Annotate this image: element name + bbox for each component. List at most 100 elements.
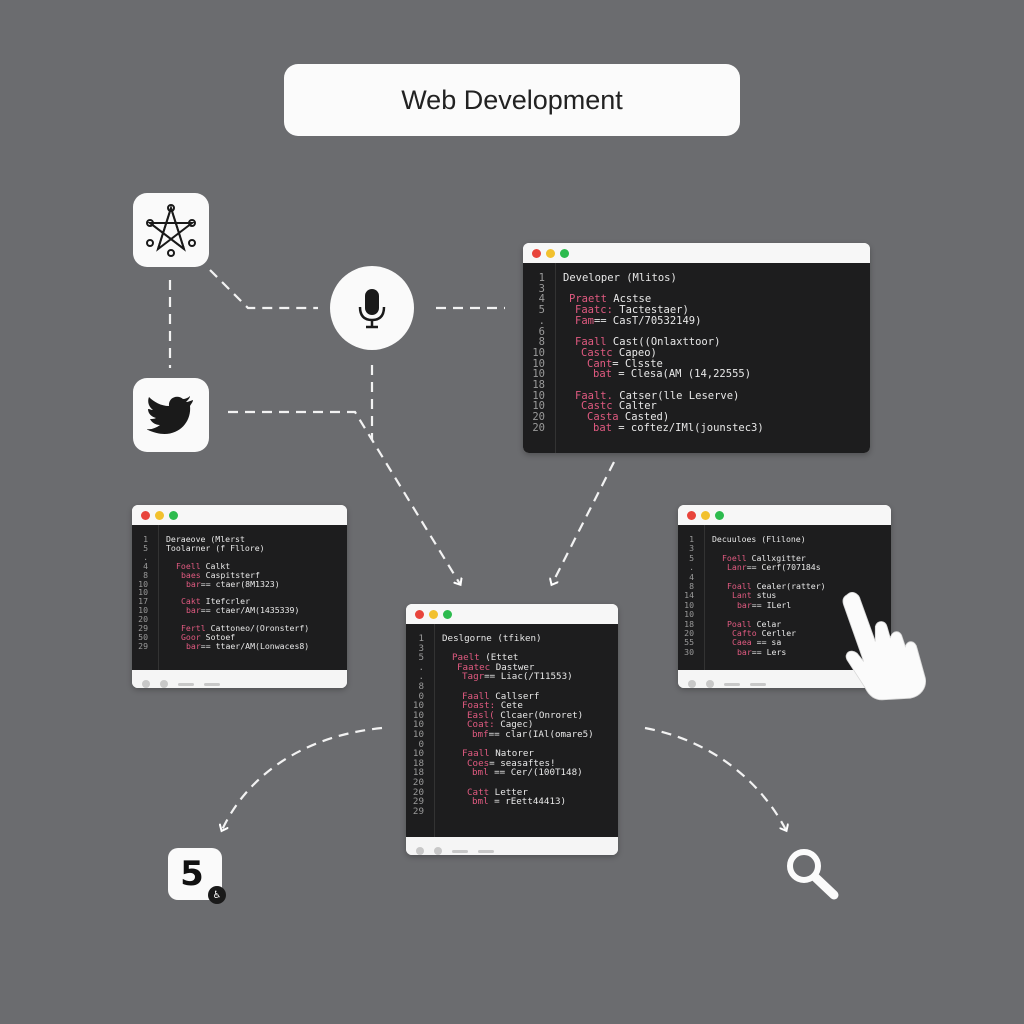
close-window-button[interactable] xyxy=(141,510,150,520)
code-keyword: bar xyxy=(737,646,752,657)
code-text: = rEett44413) xyxy=(488,796,567,808)
code-keyword: Foall xyxy=(727,581,752,592)
minimize-window-button[interactable] xyxy=(429,609,438,619)
code-line: .Tagr== Liac(/T11553) xyxy=(406,672,618,682)
code-text: Calter xyxy=(612,400,657,413)
refresh-icon[interactable] xyxy=(706,680,714,688)
code-text: == ctaer/AM(1435339) xyxy=(200,605,300,616)
code-text: stus xyxy=(751,590,777,601)
code-keyword: bat xyxy=(593,421,612,434)
line-number: 4 xyxy=(143,560,148,571)
code-text: == Cer/(100T148) xyxy=(488,767,583,779)
window-footer xyxy=(406,837,618,855)
code-line: 20 xyxy=(132,615,347,624)
line-number: 4 xyxy=(689,571,694,582)
line-number: 10 xyxy=(532,400,545,413)
code-text: Cattoneo/(Oronsterf) xyxy=(205,623,310,634)
line-number: 0 xyxy=(418,738,424,750)
home-icon[interactable] xyxy=(688,680,696,688)
maximize-window-button[interactable] xyxy=(560,248,569,258)
line-number: 10 xyxy=(532,346,545,359)
line-number: 3 xyxy=(689,543,694,554)
code-text: Tactestaer) xyxy=(612,304,689,317)
line-number: 4 xyxy=(538,293,545,306)
code-text: = Clesa(AM (14,22555) xyxy=(611,368,752,381)
line-number: . xyxy=(418,671,424,683)
code-text: Cete xyxy=(495,700,523,712)
code-line: .Fam== CasT/70532149) xyxy=(523,314,870,327)
code-text: == sa xyxy=(751,637,782,648)
code-keyword: Casta xyxy=(587,411,619,424)
minimize-window-button[interactable] xyxy=(155,510,164,520)
twitter-node[interactable] xyxy=(133,378,209,452)
close-window-button[interactable] xyxy=(415,609,424,619)
code-text: Calkt xyxy=(200,560,231,571)
code-text: Deslgorne (tfiken) xyxy=(442,633,542,644)
home-icon[interactable] xyxy=(142,680,150,688)
line-number: 8 xyxy=(418,680,424,692)
line-number: 10 xyxy=(138,605,148,616)
html5-node[interactable]: 5 ♿ xyxy=(168,848,226,904)
line-number: 5 xyxy=(418,652,424,664)
code-line: 8 xyxy=(406,682,618,692)
maximize-window-button[interactable] xyxy=(169,510,178,520)
search-icon[interactable] xyxy=(784,846,840,900)
code-text: Natorer xyxy=(489,748,534,760)
code-text: == ttaer/AM(Lonwaces8) xyxy=(200,640,310,651)
maximize-window-button[interactable] xyxy=(443,609,452,619)
code-text: Developer (Mlitos) xyxy=(563,272,677,284)
line-number: 20 xyxy=(412,786,424,798)
footer-dash xyxy=(204,682,220,686)
minimize-window-button[interactable] xyxy=(701,510,710,520)
line-number: 10 xyxy=(412,709,424,721)
code-text: = coftez/IMl(jounstec3) xyxy=(611,421,764,434)
line-number: 3 xyxy=(538,282,545,295)
close-window-button[interactable] xyxy=(532,248,541,258)
line-number: 10 xyxy=(684,599,694,610)
microphone-node[interactable] xyxy=(330,266,414,350)
code-text: == ILerl xyxy=(751,599,792,610)
code-keyword: Foell xyxy=(722,552,747,563)
code-line: .Faatec Dastwer xyxy=(406,662,618,673)
line-number: . xyxy=(143,551,148,562)
code-text: Catser(lle Leserve) xyxy=(612,389,740,402)
code-text: == CasT/70532149) xyxy=(593,314,702,327)
maximize-window-button[interactable] xyxy=(715,510,724,520)
close-window-button[interactable] xyxy=(687,510,696,520)
network-node[interactable] xyxy=(133,193,209,267)
minimize-window-button[interactable] xyxy=(546,248,555,258)
refresh-icon[interactable] xyxy=(434,847,442,855)
code-line: 4 xyxy=(678,571,891,582)
code-text: Acstse xyxy=(606,293,652,306)
line-number: 5 xyxy=(143,542,148,553)
refresh-icon[interactable] xyxy=(160,680,168,688)
gutter-divider xyxy=(555,263,556,453)
gutter-divider xyxy=(158,525,159,670)
code-text: Callxgitter xyxy=(746,552,806,563)
html5-badge-icon: 5 xyxy=(180,854,204,894)
code-text: Cerller xyxy=(756,628,797,639)
code-line: 29 xyxy=(406,807,618,817)
gutter-divider xyxy=(704,525,705,670)
line-number: 10 xyxy=(412,728,424,740)
home-icon[interactable] xyxy=(416,847,424,855)
code-keyword: bar xyxy=(737,599,752,610)
code-text: Callserf xyxy=(489,690,540,702)
line-number: 18 xyxy=(412,757,424,769)
code-keyword: bar xyxy=(186,578,201,589)
